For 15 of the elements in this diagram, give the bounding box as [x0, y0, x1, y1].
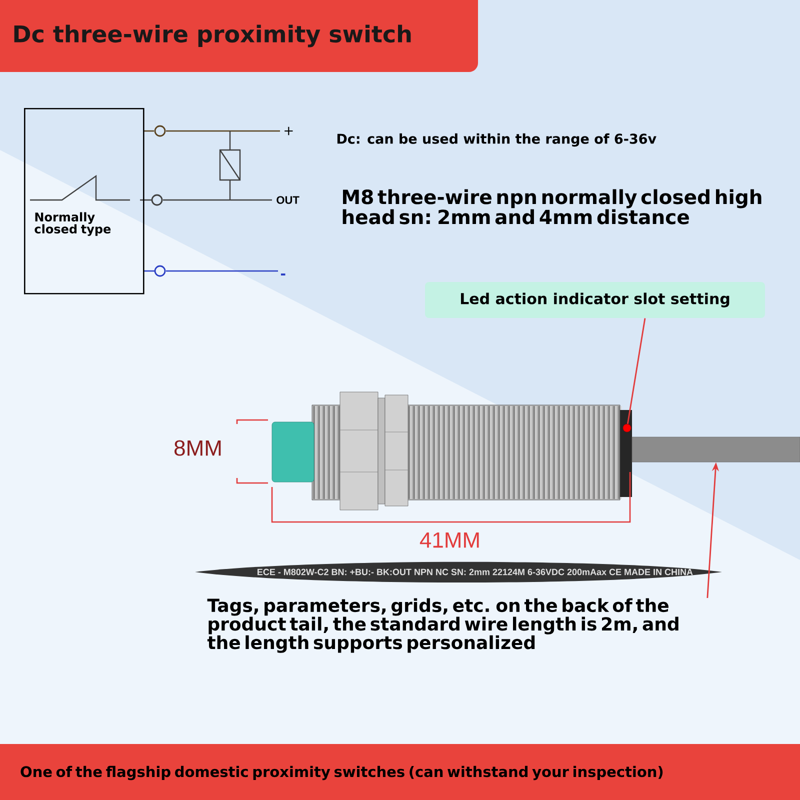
note-text: Dc: can be used within the range of 6-36v — [337, 133, 656, 147]
dimension-label: 8MM — [174, 440, 221, 456]
spec-text: M8 three-wire npn normally closed high head sn: 2mm and 4mm distance — [342, 189, 762, 224]
description-text: Tags, parameters, grids, etc. on the back of the product tail, the standard wire length is 2m, and the length supports personalized — [207, 598, 678, 653]
terminal-label: OUT — [276, 196, 300, 204]
dimension-label: 41MM — [420, 532, 479, 548]
callout-box: Led action indicator slot setting — [425, 282, 765, 318]
cable — [632, 436, 800, 462]
title-banner: Dc three-wire proximity switch — [0, 0, 478, 72]
terminal-label: + — [284, 126, 293, 136]
indicator-light — [622, 424, 632, 432]
circuit-box: Normally closed type — [24, 108, 144, 294]
terminal-label: - — [280, 274, 286, 276]
footer-banner: One of the flagship domestic proximity switches (can withstand your inspection) — [0, 744, 800, 800]
tag-text: ECE - M802W-C2 BN: +BU:- BK:OUT NPN NC SN: 2mm 22124M 6-36VDC 200mAax CE MADE IN CHINA — [258, 568, 693, 576]
